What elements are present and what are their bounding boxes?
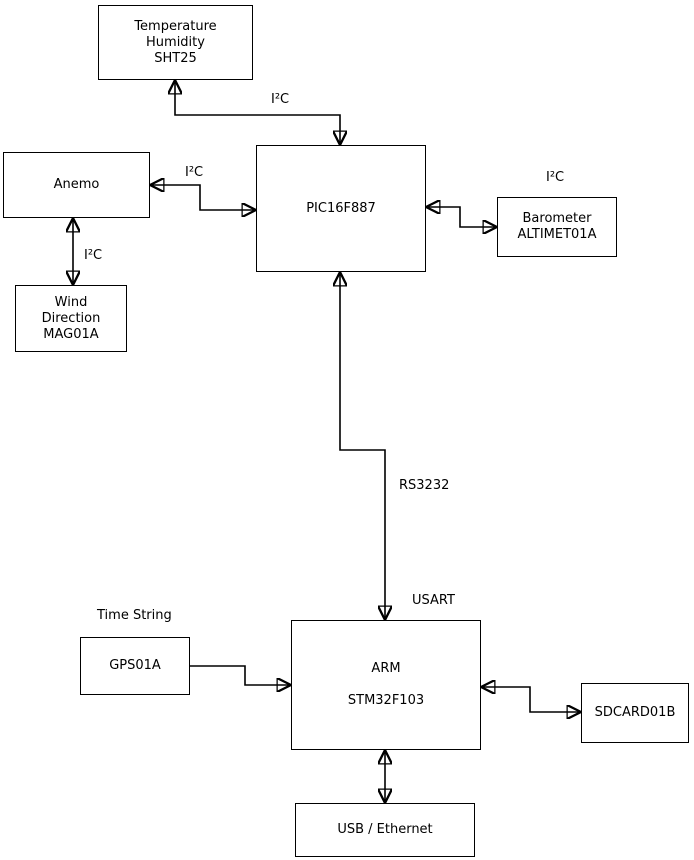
- node-label-line: Wind: [54, 294, 88, 310]
- label-usart: USART: [412, 593, 455, 608]
- node-label-line: Direction: [41, 310, 101, 326]
- node-label-line: SDCARD01B: [594, 705, 676, 720]
- node-label-line: SHT25: [154, 50, 197, 66]
- node-wind-direction-mag01a: Wind Direction MAG01A: [15, 285, 127, 352]
- node-label-line: Humidity: [146, 34, 205, 50]
- node-sdcard01b: SDCARD01B: [581, 683, 689, 743]
- node-label-line: Anemo: [53, 177, 100, 192]
- node-pic16f887: PIC16F887: [256, 145, 426, 272]
- label-i2c-anemo-link: I²C: [185, 165, 204, 180]
- connector-pic-to-anemo: [150, 185, 256, 210]
- node-label-line: GPS01A: [109, 658, 161, 673]
- connector-gps-to-arm: [190, 665, 291, 685]
- connector-pic-to-barometer: [426, 207, 497, 227]
- connector-pic-to-sht25: [175, 80, 340, 145]
- node-arm-stm32f103: ARM STM32F103: [291, 620, 481, 750]
- node-temperature-humidity-sht25: Temperature Humidity SHT25: [98, 5, 253, 80]
- connector-pic-to-arm: [340, 272, 385, 620]
- node-usb-ethernet: USB / Ethernet: [295, 803, 475, 857]
- node-gps01a: GPS01A: [80, 637, 190, 695]
- node-label-line: ARM: [371, 661, 401, 676]
- label-rs3232: RS3232: [399, 478, 450, 493]
- label-i2c-barometer-link: I²C: [546, 170, 565, 185]
- node-label-line: Temperature: [134, 18, 217, 34]
- node-label-line: ALTIMET01A: [517, 227, 597, 242]
- node-label-line: STM32F103: [347, 693, 425, 708]
- label-time-string: Time String: [97, 608, 172, 623]
- connector-arm-to-sdcard: [481, 687, 581, 712]
- node-anemo: Anemo: [3, 152, 150, 218]
- node-label-line: USB / Ethernet: [337, 822, 433, 837]
- label-i2c-sht25-link: I²C: [271, 92, 290, 107]
- label-i2c-wind-link: I²C: [84, 248, 103, 263]
- node-label-line: Barometer: [522, 211, 592, 226]
- node-barometer-altimet01a: Barometer ALTIMET01A: [497, 197, 617, 257]
- node-label-line: MAG01A: [43, 326, 99, 342]
- node-label-line: PIC16F887: [306, 200, 376, 216]
